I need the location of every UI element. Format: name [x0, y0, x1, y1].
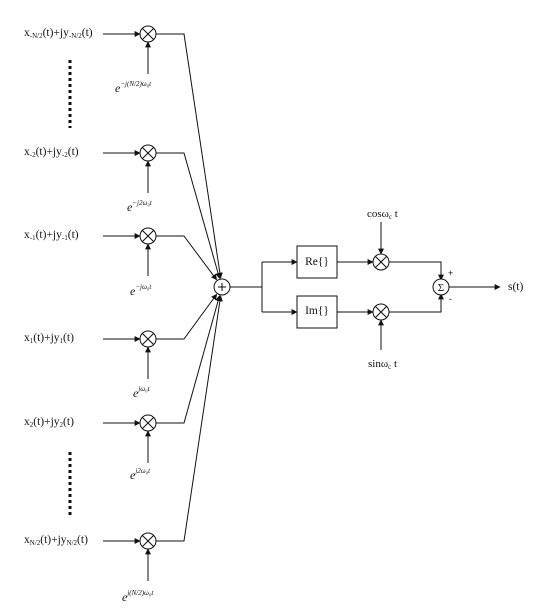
minus-sign: - [449, 294, 452, 304]
branch-to-adder-5 [156, 295, 222, 424]
real-part-block-label: Re{} [305, 256, 329, 268]
multiplier-2-cross-b [141, 146, 155, 160]
multiplier-4-cross-b [141, 332, 155, 346]
imag-part-block [296, 295, 338, 329]
summation-symbol: Σ [438, 282, 444, 294]
exp-label-5: ej2ω₀t [130, 467, 151, 482]
exp-label-4: ejω₀t [133, 385, 150, 400]
exp-label-3: e−jω₀t [130, 283, 152, 298]
multiplier-5-cross-b [141, 416, 155, 430]
branch-to-adder-3 [156, 235, 218, 281]
sin-to-sum-arrow [389, 293, 444, 313]
branch-to-adder-1 [156, 33, 223, 279]
cos-multiplier-cross-b [374, 255, 388, 269]
branch-to-adder-4 [156, 293, 218, 340]
imag-part-block-label: Im{} [305, 305, 329, 317]
plus-sign: + [448, 268, 454, 278]
multiplier-1-cross-b [141, 27, 155, 41]
exp-label-2: e−j2ω₀t [127, 199, 152, 214]
branch-to-adder-6 [156, 295, 223, 542]
branch-to-adder-2 [156, 152, 221, 279]
input-label-2: x-2(t)+jy-2(t) [24, 146, 79, 159]
input-label-3: x-1(t)+jy-1(t) [24, 229, 79, 242]
sin-carrier-label: sinωc t [368, 358, 397, 371]
input-label-4: x1(t)+jy1(t) [24, 332, 74, 345]
multiplier-6-cross-b [141, 534, 155, 548]
exp-label-6: ej(N/2)ω₀t [122, 589, 154, 604]
input-label-1: x-N/2(t)+jy-N/2(t) [24, 27, 93, 40]
cos-to-sum-arrow [389, 261, 444, 281]
cos-carrier-label: cosωc t [367, 208, 398, 221]
input-label-5: x2(t)+jy2(t) [24, 416, 74, 429]
multiplier-3-cross-b [141, 229, 155, 243]
sin-multiplier-cross-b [374, 305, 388, 319]
input-label-6: xN/2(t)+jyN/2(t) [24, 534, 88, 547]
output-label: s(t) [508, 281, 524, 293]
exp-label-1: e−j(N/2)ω₀t [115, 80, 152, 95]
